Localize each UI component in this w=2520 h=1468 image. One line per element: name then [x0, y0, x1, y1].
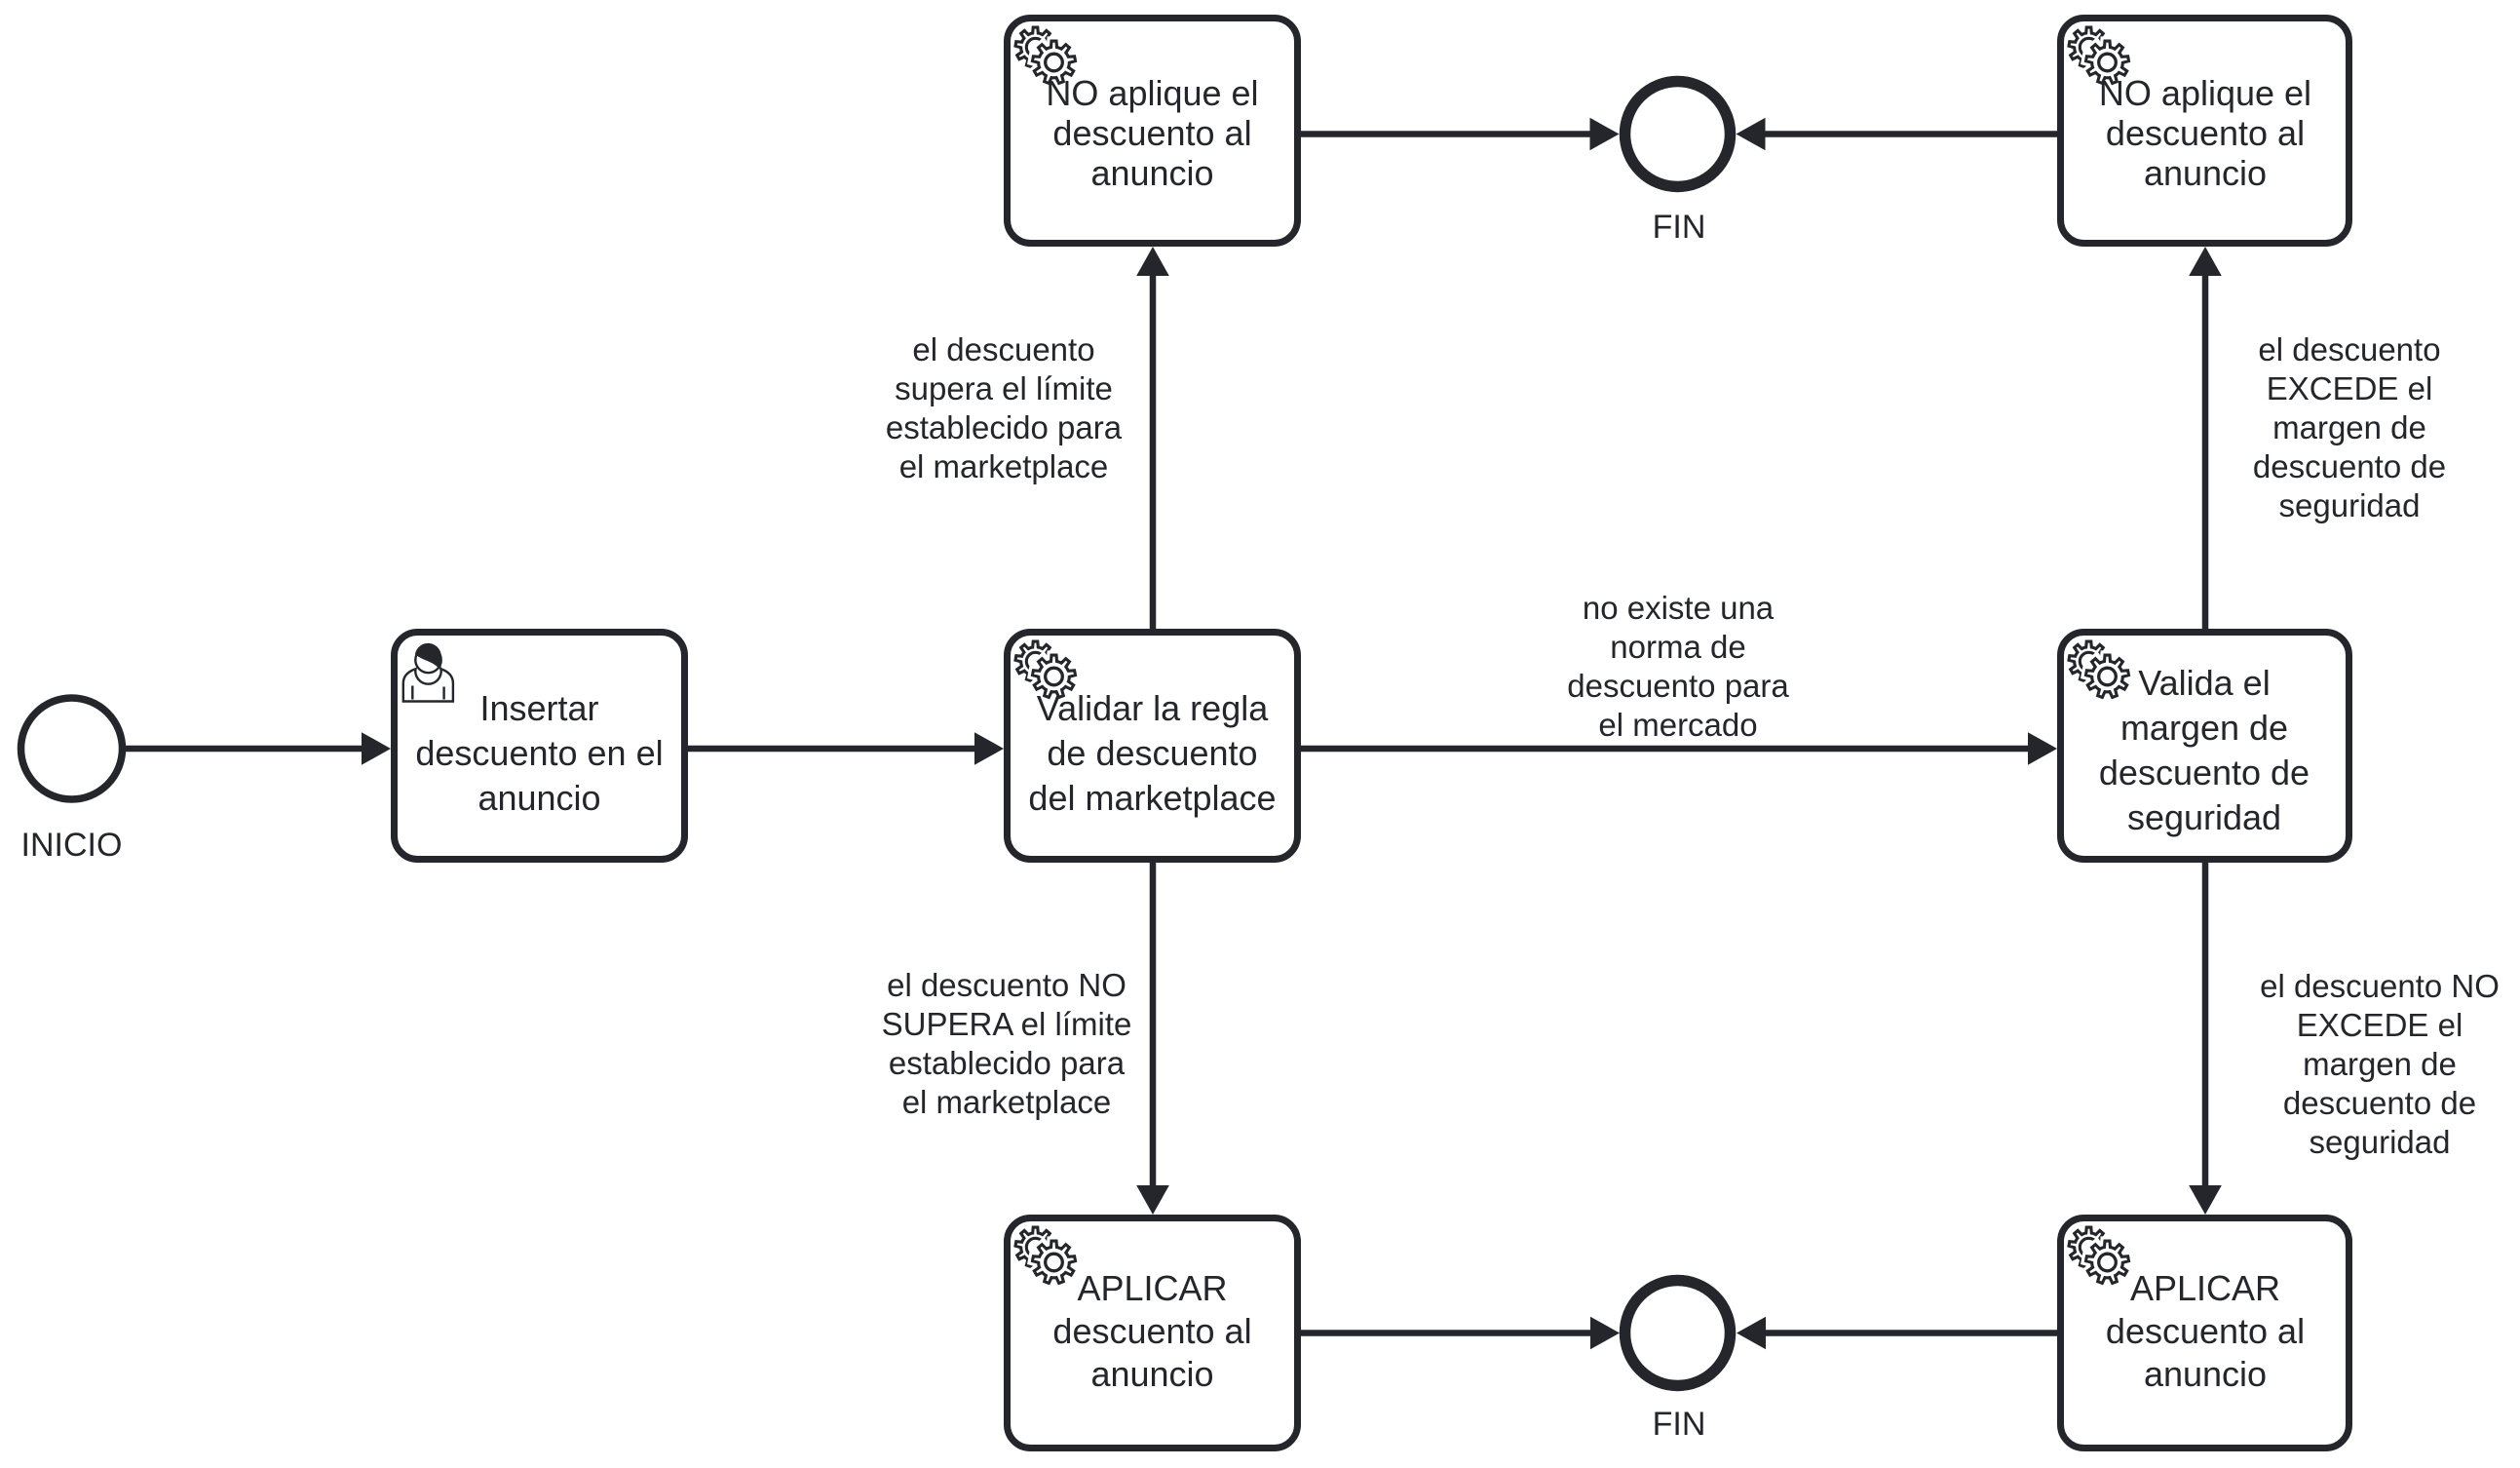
svg-text:descuento para: descuento para [1567, 668, 1789, 704]
svg-text:seguridad: seguridad [2310, 1124, 2451, 1160]
svg-text:seguridad: seguridad [2127, 797, 2281, 837]
svg-text:descuento al: descuento al [1052, 113, 1251, 153]
svg-text:EXCEDE el: EXCEDE el [2297, 1007, 2463, 1043]
svg-text:FIN: FIN [1653, 209, 1706, 246]
svg-text:descuento al: descuento al [1052, 1311, 1251, 1351]
svg-text:APLICAR: APLICAR [1077, 1268, 1227, 1308]
svg-text:Insertar: Insertar [479, 688, 598, 728]
svg-text:el mercado: el mercado [1598, 707, 1757, 743]
svg-text:anuncio: anuncio [2144, 153, 2267, 193]
svg-text:Valida el: Valida el [2138, 663, 2270, 703]
svg-text:FIN: FIN [1653, 1406, 1706, 1443]
svg-text:EXCEDE el: EXCEDE el [2267, 370, 2433, 406]
svg-text:el marketplace: el marketplace [902, 1084, 1112, 1120]
svg-text:descuento en el: descuento en el [415, 733, 663, 773]
svg-text:margen de: margen de [2303, 1046, 2457, 1082]
svg-text:el descuento NO: el descuento NO [2260, 968, 2500, 1004]
svg-text:Validar la regla: Validar la regla [1037, 688, 1269, 728]
svg-text:descuento al: descuento al [2106, 1311, 2305, 1351]
svg-text:el descuento: el descuento [2258, 331, 2440, 367]
svg-text:del marketplace: del marketplace [1028, 778, 1276, 818]
svg-text:de descuento: de descuento [1047, 733, 1257, 773]
svg-text:margen de: margen de [2120, 708, 2288, 748]
svg-text:el descuento: el descuento [912, 331, 1094, 367]
svg-text:anuncio: anuncio [2144, 1354, 2267, 1394]
svg-text:norma de: norma de [1610, 629, 1745, 665]
svg-text:NO aplique el: NO aplique el [1046, 73, 1258, 113]
svg-text:anuncio: anuncio [1090, 153, 1213, 193]
svg-text:descuento al: descuento al [2106, 113, 2305, 153]
svg-text:APLICAR: APLICAR [2130, 1268, 2280, 1308]
svg-text:establecido para: establecido para [889, 1045, 1126, 1081]
svg-text:margen de: margen de [2272, 409, 2426, 445]
svg-text:NO aplique el: NO aplique el [2099, 73, 2311, 113]
svg-text:anuncio: anuncio [1090, 1354, 1213, 1394]
svg-text:el marketplace: el marketplace [899, 448, 1109, 484]
svg-text:SUPERA el límite: SUPERA el límite [882, 1006, 1132, 1042]
svg-text:supera el límite: supera el límite [895, 370, 1113, 406]
svg-text:seguridad: seguridad [2279, 487, 2421, 523]
svg-text:establecido para: establecido para [886, 409, 1123, 445]
svg-text:descuento de: descuento de [2099, 753, 2310, 792]
svg-text:el descuento NO: el descuento NO [887, 967, 1126, 1003]
svg-text:no existe una: no existe una [1583, 590, 1775, 626]
svg-text:descuento de: descuento de [2283, 1085, 2476, 1121]
svg-text:descuento de: descuento de [2253, 448, 2446, 484]
svg-text:INICIO: INICIO [21, 827, 123, 864]
svg-text:anuncio: anuncio [477, 778, 600, 818]
